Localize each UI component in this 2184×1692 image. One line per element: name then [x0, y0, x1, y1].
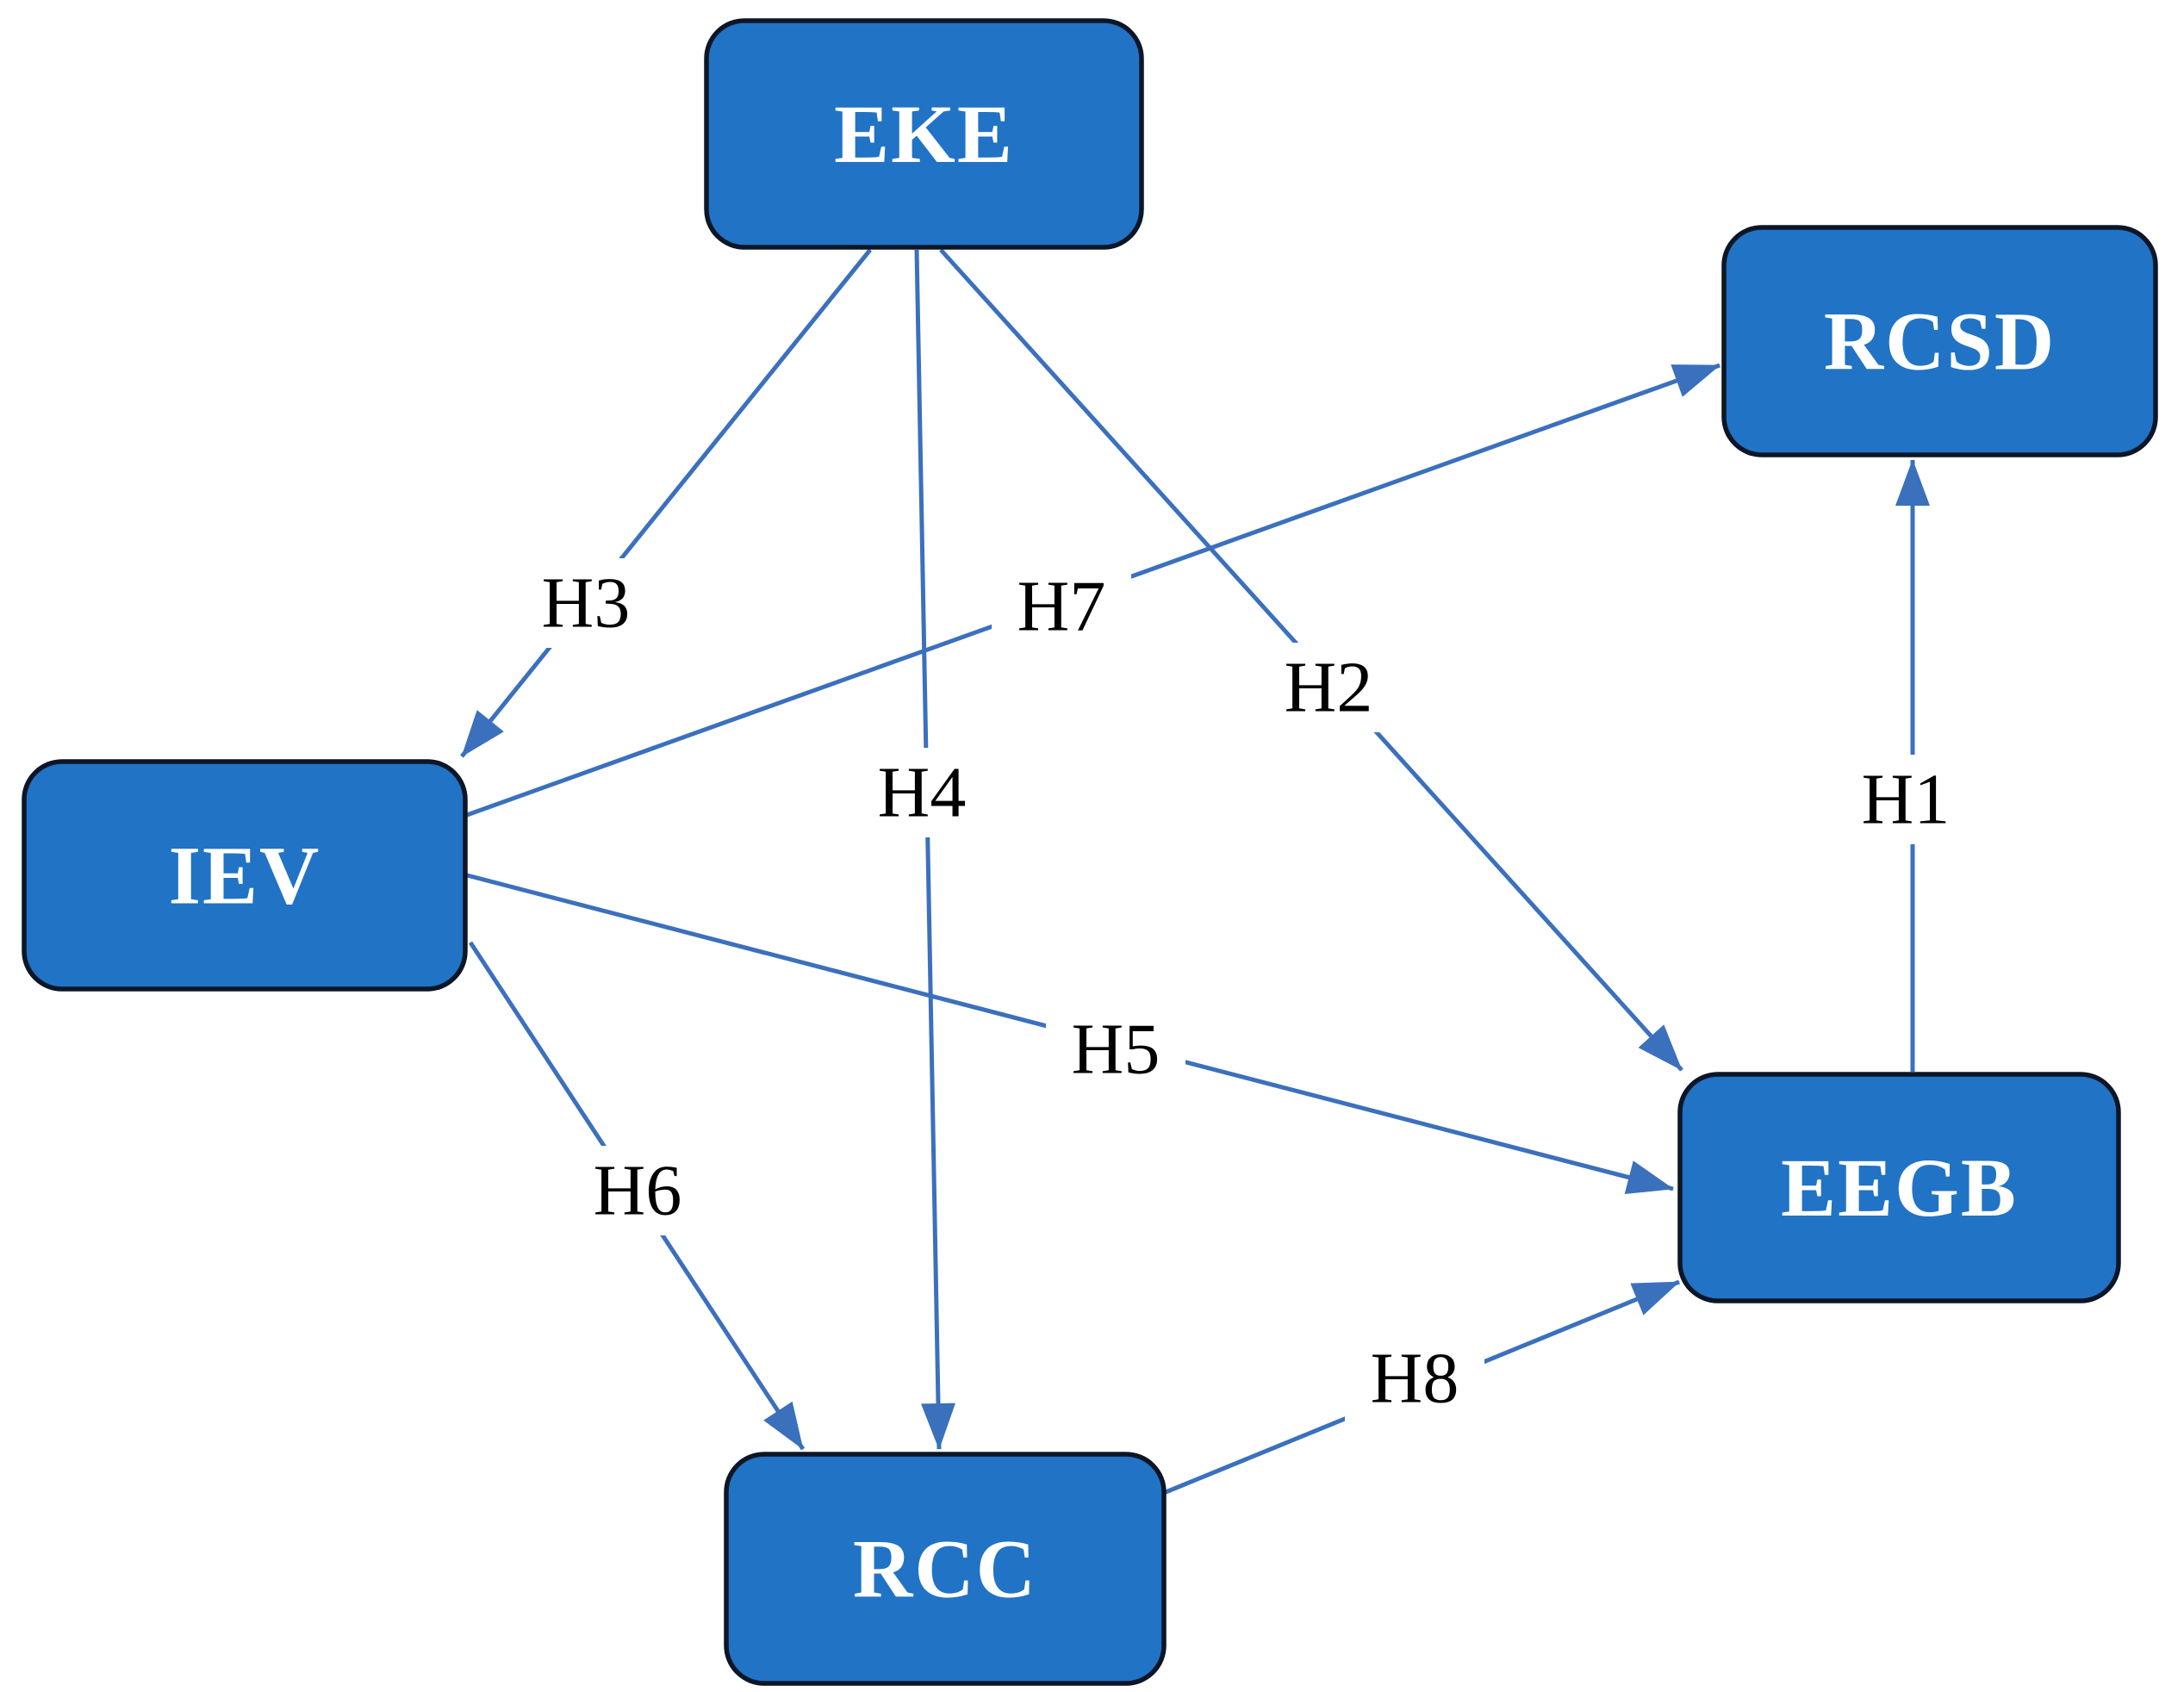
hypothesis-label-H7: H7: [992, 562, 1131, 651]
node-RCSD: RCSD: [1721, 225, 2158, 457]
hypothesis-label-text-H2: H2: [1285, 648, 1373, 728]
hypothesis-label-text-H1: H1: [1862, 760, 1951, 840]
hypothesis-label-H3: H3: [516, 558, 656, 648]
hypothesis-label-text-H6: H6: [594, 1151, 682, 1231]
node-EKE: EKE: [704, 18, 1144, 250]
hypothesis-label-bg-H6: [568, 1146, 707, 1235]
node-label-EKE: EKE: [834, 88, 1014, 180]
hypothesis-label-H8: H8: [1345, 1334, 1484, 1423]
node-box-EKE: [704, 18, 1144, 250]
hypothesis-label-text-H8: H8: [1371, 1339, 1459, 1419]
hypothesis-label-H1: H1: [1836, 755, 1976, 844]
hypothesis-label-text-H7: H7: [1017, 567, 1106, 647]
node-box-RCC: [724, 1452, 1167, 1686]
node-label-EEGB: EEGB: [1781, 1141, 2018, 1234]
hypothesis-label-bg-H3: [516, 558, 656, 648]
hypothesis-label-H5: H5: [1046, 1005, 1185, 1094]
hypothesis-label-bg-H5: [1046, 1005, 1185, 1094]
node-EEGB: EEGB: [1677, 1072, 2121, 1303]
hypothesis-label-bg-H2: [1259, 643, 1398, 732]
arrow-EKE-to-RCC: [914, 249, 956, 1450]
node-box-RCSD: [1721, 225, 2158, 457]
hypothesis-label-H2: H2: [1259, 643, 1398, 732]
node-label-IEV: IEV: [169, 830, 321, 922]
hypothesis-label-bg-H4: [852, 748, 992, 837]
node-label-RCC: RCC: [853, 1523, 1037, 1615]
node-RCC: RCC: [724, 1452, 1167, 1686]
hypothesis-label-text-H3: H3: [542, 563, 631, 644]
hypothesis-label-H6: H6: [568, 1146, 707, 1235]
node-IEV: IEV: [22, 759, 468, 992]
node-label-RCSD: RCSD: [1824, 295, 2056, 388]
arrow-EKE-to-IEV: [460, 248, 872, 758]
node-box-EEGB: [1677, 1072, 2121, 1303]
hypothesis-label-H4: H4: [852, 748, 992, 837]
hypothesis-label-bg-H8: [1345, 1334, 1484, 1423]
hypothesis-label-bg-H7: [992, 562, 1131, 651]
hypothesis-label-bg-H1: [1836, 755, 1976, 844]
node-box-IEV: [22, 759, 468, 992]
hypothesis-label-text-H4: H4: [878, 753, 967, 833]
hypothesis-label-text-H5: H5: [1072, 1010, 1160, 1090]
